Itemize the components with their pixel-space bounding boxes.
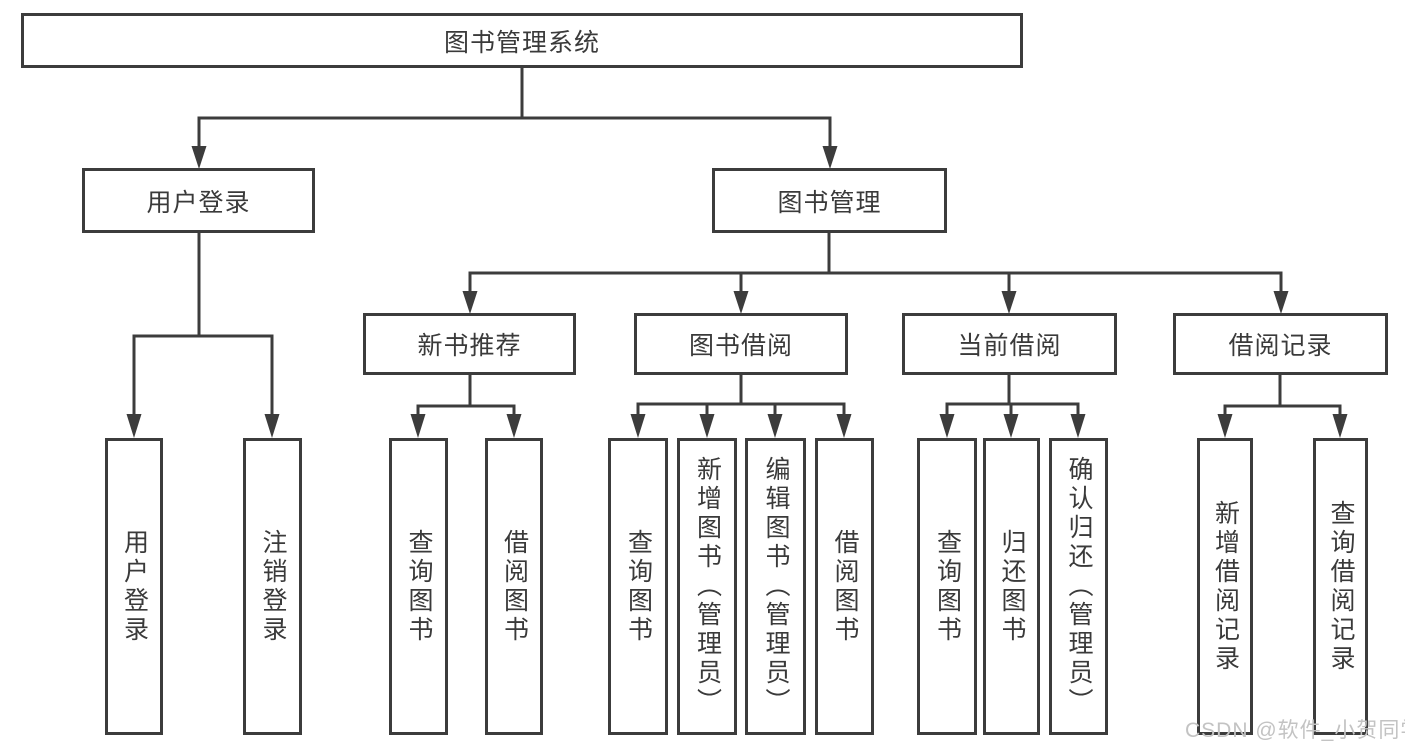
leaf-query-books-borrowing-label: 查询图书: [624, 528, 653, 645]
leaf-user-login: 用户登录: [105, 438, 163, 735]
node-book-management-label: 图书管理: [777, 188, 882, 217]
leaf-add-book-admin-label: 新增图书（管理员）: [693, 456, 722, 717]
leaf-edit-book-admin-label: 编辑图书（管理员）: [762, 456, 790, 717]
leaf-query-books-borrowing: 查询图书: [608, 438, 668, 735]
leaf-add-borrow-record: 新增借阅记录: [1197, 438, 1253, 735]
node-current-borrowing: 当前借阅: [902, 313, 1117, 375]
node-root-label: 图书管理系统: [443, 28, 600, 57]
leaf-logout: 注销登录: [243, 438, 302, 735]
leaf-borrow-books: 借阅图书: [815, 438, 874, 735]
leaf-add-book-admin: 新增图书（管理员）: [677, 438, 737, 735]
node-root: 图书管理系统: [21, 13, 1023, 68]
leaf-query-borrow-record-label: 查询借阅记录: [1327, 499, 1355, 674]
node-user-login: 用户登录: [82, 168, 315, 233]
node-current-borrowing-label: 当前借阅: [957, 332, 1062, 360]
node-book-management: 图书管理: [712, 168, 947, 233]
csdn-watermark: CSDN @软件_小贺同学: [1185, 719, 1405, 742]
node-user-login-label: 用户登录: [146, 188, 251, 217]
leaf-query-books-recommend-label: 查询图书: [405, 528, 433, 645]
node-borrowing-records-label: 借阅记录: [1228, 332, 1333, 360]
leaf-user-login-label: 用户登录: [120, 528, 149, 645]
leaf-borrow-books-label: 借阅图书: [831, 528, 859, 645]
leaf-confirm-return-admin-label: 确认归还（管理员）: [1065, 456, 1093, 717]
leaf-query-books-recommend: 查询图书: [389, 438, 448, 735]
leaf-add-borrow-record-label: 新增借阅记录: [1211, 499, 1240, 674]
node-book-borrowing: 图书借阅: [634, 313, 848, 375]
leaf-edit-book-admin: 编辑图书（管理员）: [745, 438, 806, 735]
leaf-confirm-return-admin: 确认归还（管理员）: [1049, 438, 1108, 735]
node-borrowing-records: 借阅记录: [1173, 313, 1388, 375]
leaf-query-books-current-label: 查询图书: [933, 528, 962, 645]
leaf-logout-label: 注销登录: [259, 528, 287, 645]
leaf-query-books-current: 查询图书: [917, 438, 977, 735]
node-book-borrowing-label: 图书借阅: [688, 332, 793, 360]
leaf-return-books-label: 归还图书: [998, 528, 1026, 645]
node-new-book-recommendation: 新书推荐: [363, 313, 576, 375]
leaf-query-borrow-record: 查询借阅记录: [1313, 438, 1368, 735]
leaf-borrow-books-recommend: 借阅图书: [485, 438, 543, 735]
node-new-book-recommendation-label: 新书推荐: [417, 332, 522, 360]
leaf-borrow-books-recommend-label: 借阅图书: [500, 528, 529, 645]
leaf-return-books: 归还图书: [983, 438, 1040, 735]
